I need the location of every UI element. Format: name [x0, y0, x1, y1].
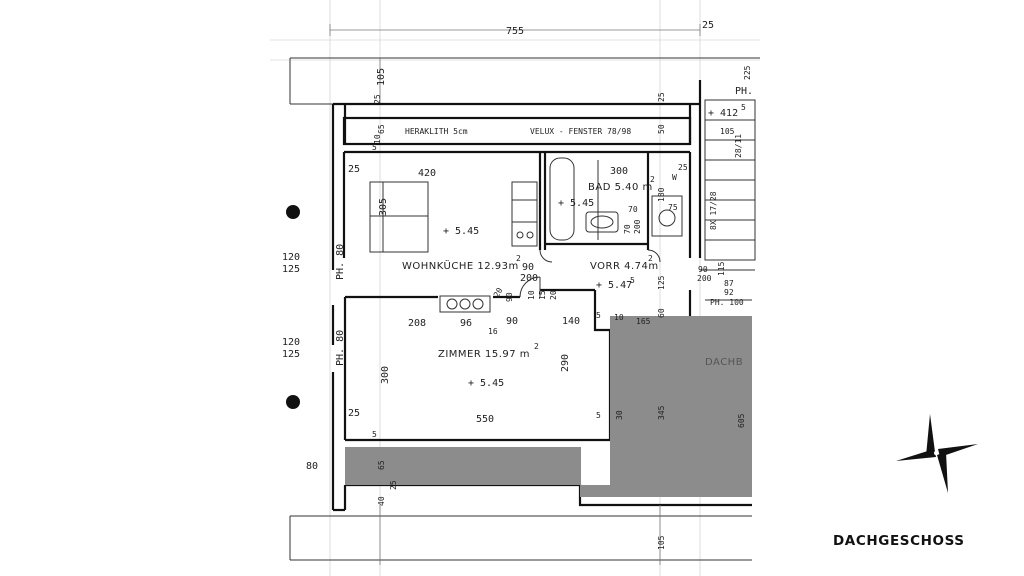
- dim-25-b: 25: [348, 164, 360, 175]
- heraklith-strip: [342, 116, 692, 146]
- doors: [519, 249, 661, 298]
- dim-90-c: 90: [698, 265, 708, 274]
- ph80-top-label: PH. 80: [335, 244, 346, 280]
- dim-25-top: 25: [702, 20, 714, 31]
- exterior-walls: [331, 102, 752, 512]
- ph80-bottom-label: PH. 80: [335, 330, 346, 366]
- dim-87: 87: [724, 279, 734, 288]
- dim-125-b: 125: [282, 349, 300, 360]
- room-wohnkueche-level: + 5.45: [443, 226, 479, 237]
- stair2-label: 28/11: [734, 134, 743, 158]
- dim-50: 50: [657, 124, 666, 134]
- dim-25-d: 25: [389, 480, 398, 490]
- dim-105-r: 105: [720, 127, 735, 136]
- room-zimmer-name: ZIMMER 15.97 m: [438, 349, 530, 360]
- room-zimmer-sup: 2: [534, 342, 539, 351]
- stair-label: 8X 17/28: [709, 191, 718, 230]
- room-bad-level: + 5.45: [558, 198, 594, 209]
- dim-125-a: 125: [282, 264, 300, 275]
- dim-90-d: 90: [506, 316, 518, 327]
- dim-70-a: 70: [628, 205, 638, 214]
- dim-165: 165: [636, 317, 651, 326]
- roof-band-bottom: [289, 505, 752, 565]
- dim-208: 208: [408, 318, 426, 329]
- dim-30: 30: [615, 410, 624, 420]
- dim-290: 290: [560, 354, 571, 372]
- dim-5: 5: [372, 143, 377, 152]
- room-vorr-name: VORR 4.74m: [590, 261, 659, 272]
- dim-10-b: 10: [527, 290, 536, 300]
- dim-90-b: 90: [505, 292, 514, 302]
- dim-300-zimmer: 300: [380, 366, 391, 384]
- dim-80: 80: [306, 461, 318, 472]
- dim-75: 75: [668, 203, 678, 212]
- dim-300-bad: 300: [610, 166, 628, 177]
- room-dachboden-name: DACHB: [705, 357, 743, 368]
- w-label: W: [672, 173, 677, 182]
- dim-125: 125: [657, 275, 666, 290]
- dim-755: 755: [506, 26, 524, 37]
- dim-5-b: 5: [596, 311, 601, 320]
- punch-holes: [286, 205, 300, 409]
- dim-25-right: 25: [657, 92, 666, 102]
- dim-5-d: 5: [596, 411, 601, 420]
- dim-200-a: 200: [633, 219, 642, 234]
- dim-65-b: 65: [377, 460, 386, 470]
- room-zimmer-level: + 5.45: [468, 378, 504, 389]
- dim-120-b: 120: [282, 337, 300, 348]
- attic-shading: [345, 316, 752, 497]
- dim-140: 140: [562, 316, 580, 327]
- dim-90-a: 90: [522, 262, 534, 273]
- room-wohnkueche-name: WOHNKÜCHE 12.93m: [402, 259, 519, 272]
- dim-20: 20: [492, 286, 505, 299]
- dim-10-c: 10: [614, 313, 624, 322]
- dim-5-c: 5: [372, 430, 377, 439]
- compass-icon: [896, 414, 978, 493]
- ph-top-right-label: PH.: [735, 86, 753, 97]
- dim-115: 115: [717, 261, 726, 276]
- dim-25-c: 25: [348, 408, 360, 419]
- room-bad-name: BAD 5.40 m: [588, 182, 653, 193]
- heraklith-label: HERAKLITH 5cm: [405, 127, 468, 136]
- room-bad-sup: 2: [650, 175, 655, 184]
- roof-band-top: [289, 24, 760, 105]
- ph100-label: PH. 100: [710, 298, 744, 307]
- dim-15: 15: [538, 290, 547, 300]
- dim-550: 550: [476, 414, 494, 425]
- dim-180: 180: [657, 187, 666, 202]
- room-vorr-sup: 2: [648, 254, 653, 263]
- room-vorr-level-sup: 5: [630, 276, 635, 285]
- kitchen-furniture: [369, 181, 538, 313]
- dim-16: 16: [488, 327, 498, 336]
- dim-10: 10: [373, 134, 382, 144]
- dim-345: 345: [657, 405, 666, 420]
- dim-420: 420: [418, 168, 436, 179]
- dim-105-top: 105: [376, 68, 387, 86]
- dim-120-a: 120: [282, 252, 300, 263]
- dim-605: 605: [737, 413, 746, 428]
- dim-225: 225: [743, 65, 752, 80]
- dim-65: 65: [377, 124, 386, 134]
- dim-305: 305: [378, 198, 389, 216]
- level-412-sup: 5: [741, 103, 746, 112]
- level-412-label: + 412: [708, 108, 738, 119]
- dim-20-b: 20: [549, 290, 558, 300]
- velux-label: VELUX - FENSTER 78/98: [530, 127, 631, 136]
- dim-200-b: 200: [520, 273, 538, 284]
- dim-25-e: 25: [678, 163, 688, 172]
- dim-60: 60: [657, 308, 666, 318]
- dim-40: 40: [377, 496, 386, 506]
- bathroom-fixtures: [549, 157, 683, 241]
- room-vorr-level: + 5.47: [596, 280, 632, 291]
- room-wohnkueche-sup: 2: [516, 254, 521, 263]
- floor-title: DACHGESCHOSS: [833, 533, 965, 549]
- dim-70-b: 70: [623, 224, 632, 234]
- dim-200-c: 200: [697, 274, 712, 283]
- dim-92: 92: [724, 288, 734, 297]
- dim-96: 96: [460, 318, 472, 329]
- dim-25-a: 25: [373, 94, 382, 104]
- stair: [698, 80, 756, 301]
- dim-105-bottom: 105: [657, 535, 666, 550]
